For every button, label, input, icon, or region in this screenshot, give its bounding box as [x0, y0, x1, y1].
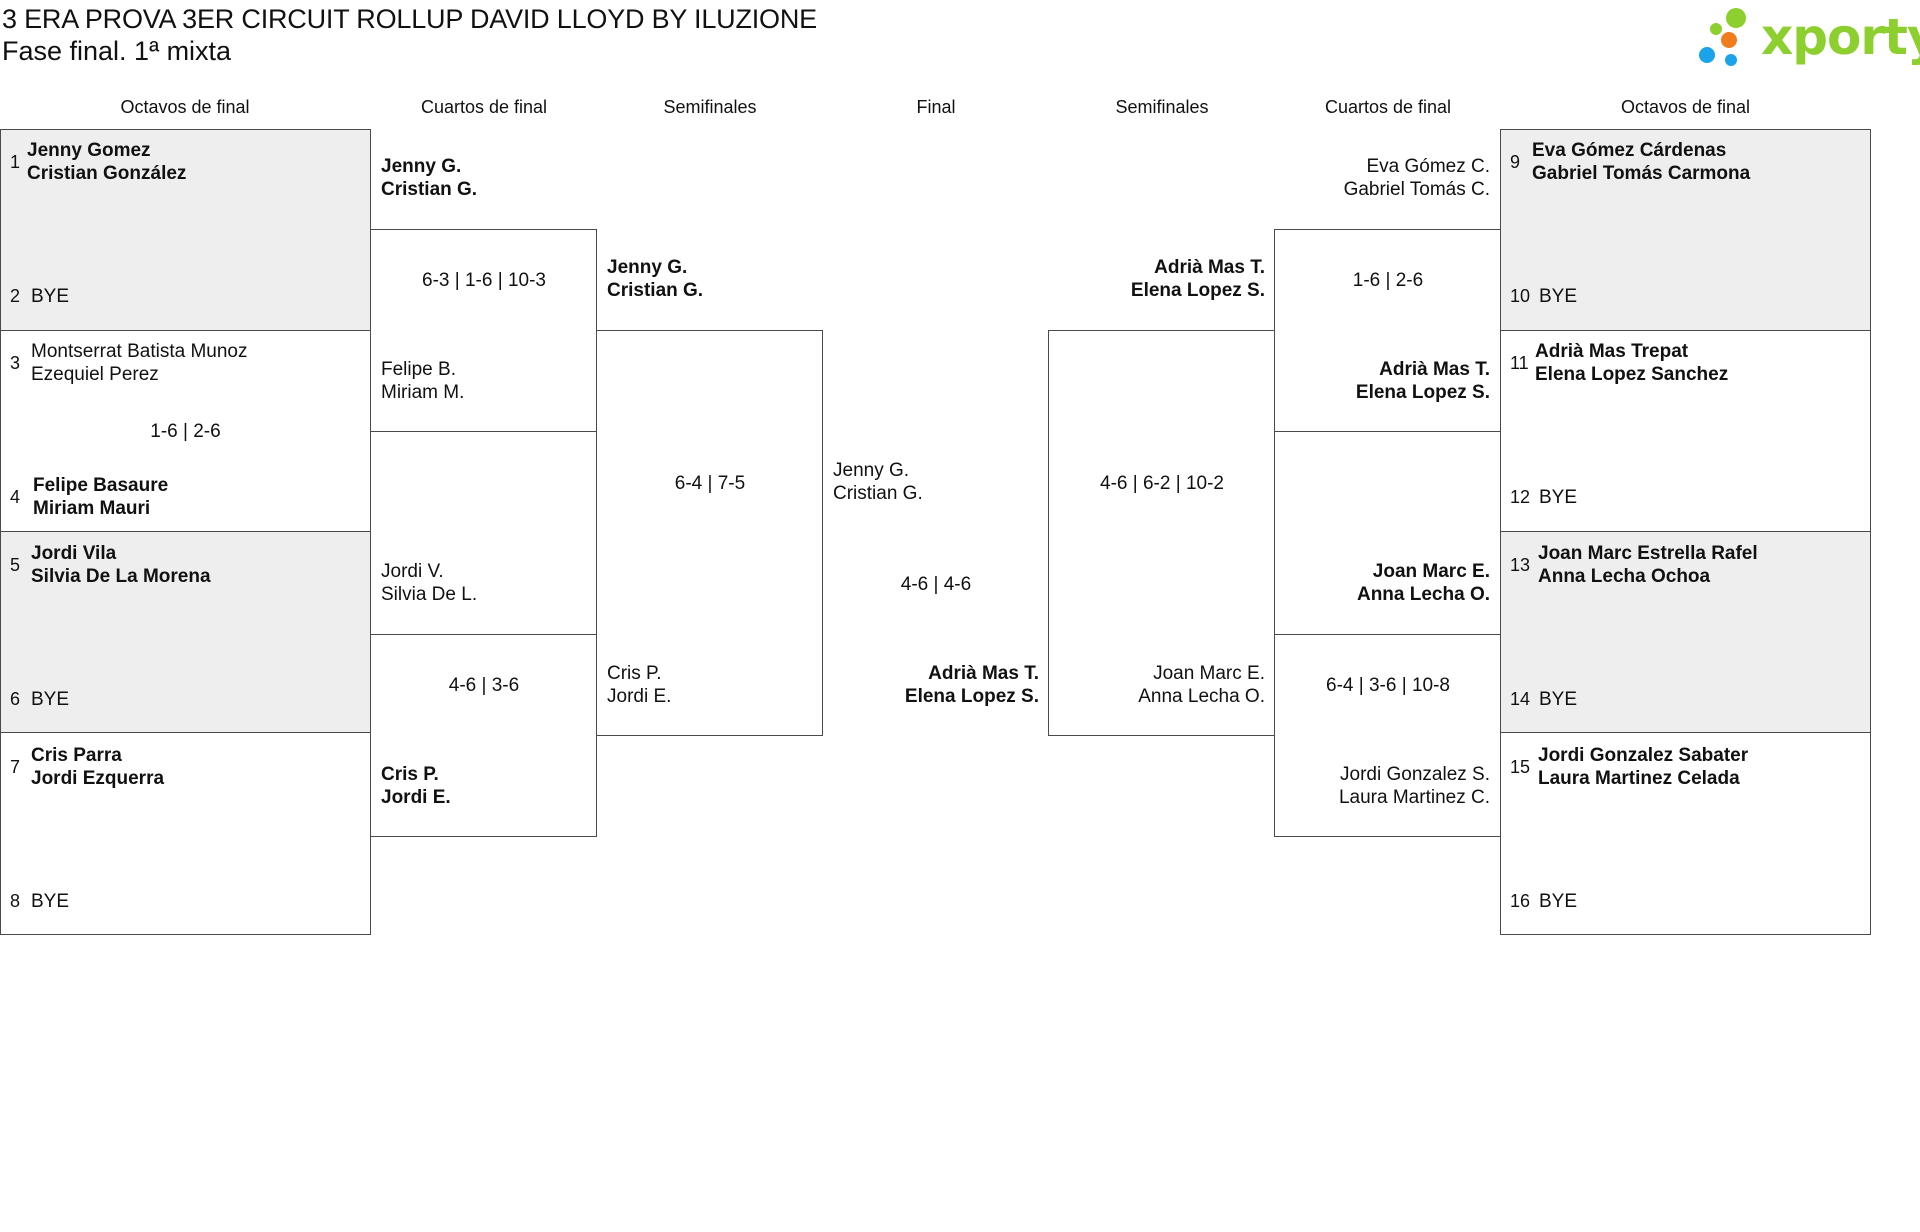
team-player: Miriam M.	[381, 382, 465, 403]
bye-label: BYE	[31, 689, 70, 710]
logo-text: xporty	[1761, 8, 1920, 66]
team-player: Elena Lopez S.	[1355, 382, 1490, 403]
round-header-right-qf: Cuartos de final	[1324, 97, 1452, 117]
team-player: Joan Marc E.	[1153, 663, 1265, 684]
team-player: Jordi E.	[607, 686, 672, 707]
team-player: Anna Lecha Ochoa	[1538, 566, 1711, 587]
round-header-left-r16: Octavos de final	[120, 97, 250, 117]
team-player: Jenny G.	[381, 156, 462, 177]
seed-number: 15	[1510, 757, 1531, 777]
team-player: Eva Gómez Cárdenas	[1532, 140, 1727, 161]
match-score: 4-6 | 6-2 | 10-2	[1100, 473, 1224, 494]
match-score: 1-6 | 2-6	[1352, 270, 1424, 291]
team-player: Cristian G.	[607, 280, 704, 301]
team-player: Miriam Mauri	[33, 498, 151, 519]
team-player: Felipe Basaure	[33, 475, 169, 496]
page-subtitle: Fase final. 1ª mixta	[2, 36, 232, 66]
bye-label: BYE	[31, 286, 70, 307]
match-score: 6-4 | 3-6 | 10-8	[1326, 675, 1450, 696]
bye-label: BYE	[31, 891, 70, 912]
seed-number: 4	[10, 487, 21, 507]
team-player: Cris P.	[381, 764, 439, 785]
team-player: Felipe B.	[381, 359, 456, 380]
team-player: Elena Lopez S.	[1130, 280, 1265, 301]
match-box-r16-5	[1500, 129, 1871, 331]
seed-number: 8	[10, 891, 21, 911]
bye-label: BYE	[1539, 487, 1578, 508]
round-header-left-qf: Cuartos de final	[420, 97, 548, 117]
team-player: Jordi E.	[381, 787, 451, 808]
round-header-right-sf: Semifinales	[1115, 97, 1209, 117]
seed-number: 10	[1510, 286, 1531, 306]
match-score: 6-3 | 1-6 | 10-3	[422, 270, 546, 291]
team-player: Silvia De L.	[381, 584, 478, 605]
team-player: Adrià Mas T.	[1379, 359, 1490, 380]
team-player: Montserrat Batista Munoz	[31, 341, 248, 362]
bye-label: BYE	[1539, 286, 1578, 307]
seed-number: 1	[10, 152, 21, 172]
bye-label: BYE	[1539, 891, 1578, 912]
seed-number: 9	[1510, 152, 1521, 172]
team-player: Silvia De La Morena	[31, 566, 211, 587]
team-player: Joan Marc Estrella Rafel	[1538, 543, 1758, 564]
team-player: Anna Lecha O.	[1356, 584, 1490, 605]
seed-number: 3	[10, 353, 21, 373]
match-box-r16-1	[0, 129, 371, 331]
team-player: Gabriel Tomás C.	[1343, 179, 1490, 200]
final-team-player: Jenny G.	[833, 460, 910, 481]
team-player: Adrià Mas Trepat	[1535, 341, 1689, 362]
seed-number: 12	[1510, 487, 1531, 507]
team-player: Laura Martinez C.	[1338, 787, 1490, 808]
bye-label: BYE	[1539, 689, 1578, 710]
team-player: Jordi Vila	[31, 543, 117, 564]
final-team-player: Elena Lopez S.	[904, 686, 1039, 707]
match-score: 4-6 | 3-6	[448, 675, 520, 696]
team-player: Jordi Ezquerra	[31, 768, 165, 789]
round-header-right-r16: Octavos de final	[1620, 97, 1751, 117]
team-player: Jenny G.	[607, 257, 688, 278]
match-box-sf-right	[1048, 330, 1275, 736]
team-player: Cris P.	[607, 663, 662, 684]
final-team-player: Cristian G.	[833, 483, 923, 504]
seed-number: 5	[10, 555, 21, 575]
seed-number: 2	[10, 286, 21, 306]
match-score: 1-6 | 2-6	[150, 421, 221, 442]
match-score: 6-4 | 7-5	[674, 473, 746, 494]
team-player: Anna Lecha O.	[1138, 686, 1265, 707]
round-header-left-sf: Semifinales	[663, 97, 757, 117]
team-player: Jordi Gonzalez Sabater	[1538, 745, 1749, 766]
seed-number: 11	[1510, 353, 1529, 373]
team-player: Elena Lopez Sanchez	[1535, 364, 1729, 385]
seed-number: 7	[10, 757, 21, 777]
team-player: Jordi Gonzalez S.	[1340, 764, 1490, 785]
round-header-final: Final	[916, 97, 956, 117]
final-team-player: Adrià Mas T.	[928, 663, 1039, 684]
page-title: 3 ERA PROVA 3ER CIRCUIT ROLLUP DAVID LLO…	[2, 4, 817, 34]
match-box-r16-8	[1500, 732, 1871, 935]
team-player: Laura Martinez Celada	[1538, 768, 1740, 789]
team-player: Gabriel Tomás Carmona	[1532, 163, 1751, 184]
team-player: Ezequiel Perez	[31, 364, 159, 385]
team-player: Adrià Mas T.	[1154, 257, 1265, 278]
seed-number: 13	[1510, 555, 1531, 575]
team-player: Eva Gómez C.	[1366, 156, 1490, 177]
final-score: 4-6 | 4-6	[900, 574, 972, 595]
team-player: Jordi V.	[381, 561, 444, 582]
team-player: Cris Parra	[31, 745, 122, 766]
xporty-logo: xporty	[1695, 2, 1920, 72]
logo-dots-icon	[1699, 8, 1746, 66]
team-player: Joan Marc E.	[1372, 561, 1490, 582]
match-box-r16-3	[0, 531, 371, 733]
seed-number: 6	[10, 689, 21, 709]
match-box-sf-left	[596, 330, 823, 736]
team-player: Jenny Gomez	[27, 140, 151, 161]
seed-number: 14	[1510, 689, 1531, 709]
team-player: Cristian González	[27, 163, 187, 184]
seed-number: 16	[1510, 891, 1531, 911]
team-player: Cristian G.	[381, 179, 478, 200]
